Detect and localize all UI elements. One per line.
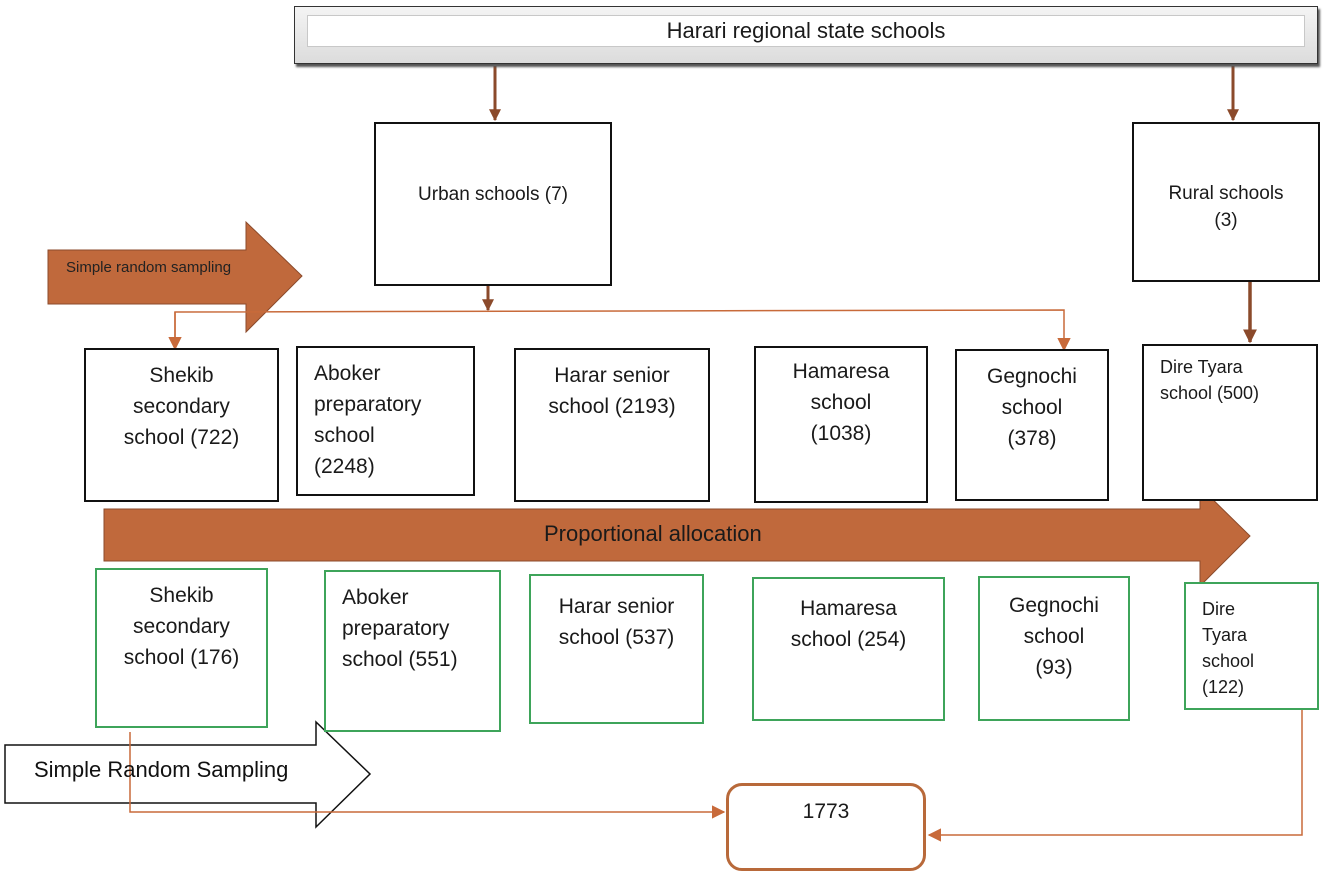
rural-schools-box: Rural schools (3) — [1132, 122, 1320, 282]
simple-random-sampling-outline-label: Simple Random Sampling — [34, 757, 289, 782]
title-text: Harari regional state schools — [307, 15, 1305, 47]
school-name-line: Gegnochi — [987, 365, 1077, 388]
rural-schools-label-line2: (3) — [1214, 210, 1238, 231]
school-name-line: school (500) — [1160, 383, 1260, 403]
school-name-line: school — [314, 424, 375, 447]
simple-random-sampling-label: Simple random sampling — [66, 259, 232, 276]
population-school-shekib: Shekib secondary school (722) — [84, 348, 279, 502]
school-name-line: school — [810, 391, 872, 414]
school-name-line: secondary — [133, 615, 230, 638]
proportional-allocation-label: Proportional allocation — [544, 521, 762, 546]
school-name-line: (1038) — [810, 422, 872, 445]
rural-schools-label-line1: Rural schools — [1168, 183, 1284, 204]
school-name-line: school (254) — [790, 628, 907, 651]
school-name-line: Dire Tyara — [1160, 357, 1243, 377]
school-name-line: Hamaresa — [800, 597, 897, 620]
school-name-line: school — [1202, 651, 1255, 671]
urban-distribution-line — [174, 309, 1071, 352]
sample-school-hamaresa: Hamaresa school (254) — [752, 577, 945, 721]
simple-random-sampling-arrow — [47, 220, 303, 334]
total-sample-value: 1773 — [802, 800, 850, 823]
school-name-line: preparatory — [314, 393, 422, 416]
school-name-line: school (722) — [123, 426, 240, 449]
school-name-line: Harar senior — [558, 595, 675, 618]
sample-school-dire-tyara: Dire Tyara school (122) — [1184, 582, 1319, 710]
title-box: Harari regional state schools — [294, 6, 1318, 64]
school-name-line: preparatory — [342, 617, 450, 640]
school-name-line: Harar senior — [554, 364, 670, 387]
school-name-line: (93) — [1035, 656, 1073, 679]
simple-random-sampling-outline-arrow — [4, 720, 372, 829]
school-name-line: (378) — [1007, 427, 1057, 450]
school-name-line: secondary — [133, 395, 230, 418]
school-name-line: Aboker — [314, 362, 381, 385]
school-name-line: (2248) — [314, 455, 375, 478]
total-sample-box: 1773 — [726, 783, 926, 871]
shekib-to-total-line — [129, 732, 726, 819]
school-name-line: Dire — [1202, 599, 1236, 619]
school-name-line: school — [1023, 625, 1085, 648]
dire-tyara-to-total-line — [927, 702, 1303, 842]
sample-school-harar-senior: Harar senior school (537) — [529, 574, 704, 724]
sample-school-gegnochi: Gegnochi school (93) — [978, 576, 1130, 721]
school-name-line: school (551) — [342, 648, 458, 671]
school-name-line: school (537) — [558, 626, 675, 649]
school-name-line: Aboker — [342, 586, 409, 609]
population-school-hamaresa: Hamaresa school (1038) — [754, 346, 928, 503]
population-school-aboker: Aboker preparatory school (2248) — [296, 346, 475, 496]
urban-schools-label: Urban schools (7) — [418, 183, 568, 205]
school-name-line: school (176) — [123, 646, 240, 669]
school-name-line: Gegnochi — [1009, 594, 1099, 617]
sample-school-shekib: Shekib secondary school (176) — [95, 568, 268, 728]
population-school-gegnochi: Gegnochi school (378) — [955, 349, 1109, 501]
school-name-line: (122) — [1202, 677, 1245, 697]
school-name-line: school (2193) — [548, 395, 676, 418]
school-name-line: Hamaresa — [792, 360, 890, 383]
school-name-line: Tyara — [1202, 625, 1248, 645]
school-name-line: Shekib — [149, 364, 214, 387]
population-school-dire-tyara: Dire Tyara school (500) — [1142, 344, 1318, 501]
population-school-harar-senior: Harar senior school (2193) — [514, 348, 710, 502]
school-name-line: Shekib — [149, 584, 214, 607]
urban-schools-box: Urban schools (7) — [374, 122, 612, 286]
sample-school-aboker: Aboker preparatory school (551) — [324, 570, 501, 732]
school-name-line: school — [1001, 396, 1063, 419]
proportional-allocation-arrow — [103, 485, 1251, 588]
